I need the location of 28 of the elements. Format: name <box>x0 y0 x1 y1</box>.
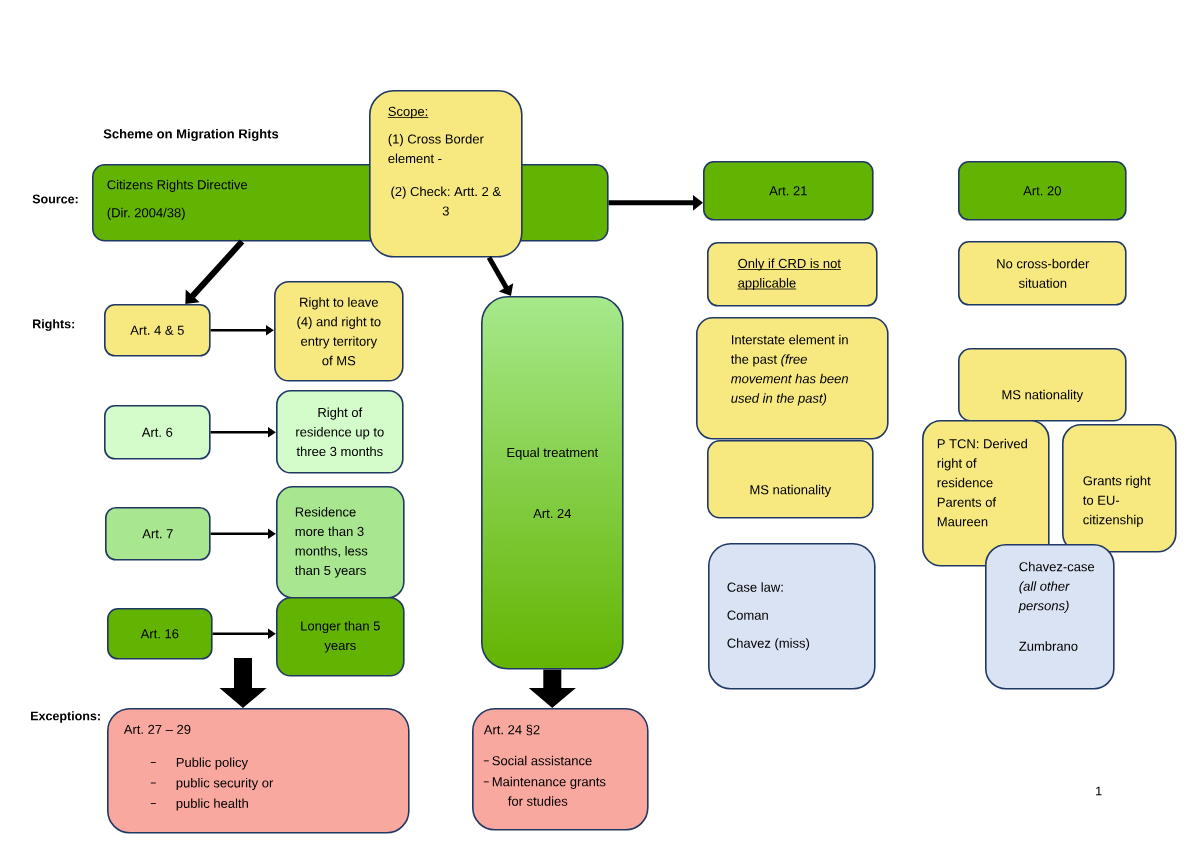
row-label: Source: <box>32 194 78 204</box>
row-label: Rights: <box>33 319 75 331</box>
rounded-box: Art. 27 – 29 Public policy public security or public health <box>107 708 410 834</box>
title: Scheme on Migration Rights <box>103 128 279 142</box>
rounded-box: Only if CRD is not applicable <box>707 242 878 307</box>
arrow <box>486 256 514 296</box>
rounded-box: Art. 4 & 5 <box>104 304 211 357</box>
rounded-box: No cross-border situation <box>958 241 1127 306</box>
page-number: 1 <box>1096 786 1102 796</box>
rounded-box: Art. 24 §2 Social assistance Maintenance grants for studies <box>472 708 649 831</box>
rounded-box: Scope: (1) Cross Border element - (2) Check: Artt. 2 & 3 <box>369 90 523 258</box>
rounded-box: Art. 6 <box>104 405 211 460</box>
rounded-box: MS nationality <box>958 348 1127 422</box>
rounded-box: Equal treatment Art. 24 <box>481 296 624 670</box>
rounded-box: Interstate element in the past (free movement has been used in the past) <box>696 317 889 440</box>
rounded-box: Longer than 5 years <box>276 597 405 677</box>
rounded-box: Chavez-case (all other persons) Zumbrano <box>985 544 1115 690</box>
arrow <box>185 239 245 304</box>
rounded-box: Art. 16 <box>107 608 213 660</box>
rounded-box: Art. 7 <box>105 507 211 561</box>
rounded-box: Residence more than 3 months, less than 5 years <box>276 486 405 599</box>
rounded-box: MS nationality <box>707 440 874 519</box>
rounded-box: Right of residence up to three 3 months <box>276 390 404 474</box>
rounded-box: Art. 20 <box>958 161 1127 221</box>
rounded-box: Case law: Coman Chavez (miss) <box>708 543 876 690</box>
rounded-box: Art. 21 <box>703 161 874 221</box>
rounded-box: Right to leave (4) and right to entry territory of MS <box>274 281 404 382</box>
rounded-box: Grants right to EU-citizenship <box>1062 424 1177 553</box>
